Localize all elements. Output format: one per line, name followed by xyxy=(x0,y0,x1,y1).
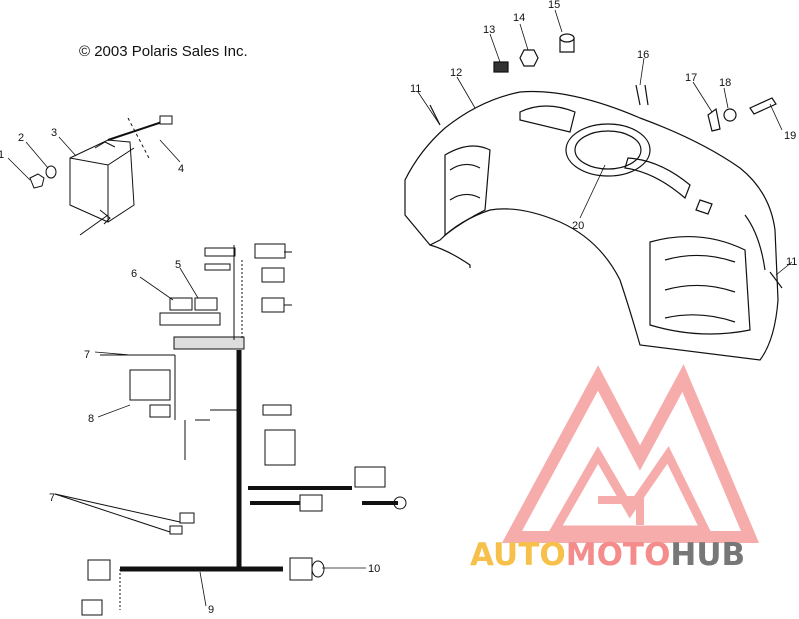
callout-5: 5 xyxy=(175,259,181,271)
leader-lines xyxy=(7,9,793,607)
callout-1: 1 xyxy=(0,149,4,161)
watermark-part3: HUB xyxy=(670,537,746,573)
callout-17: 17 xyxy=(685,72,697,84)
callout-7b: 7 xyxy=(49,492,55,504)
dashboard-pod xyxy=(404,33,783,361)
watermark-part2: MOTO xyxy=(565,537,671,573)
callout-16: 16 xyxy=(637,49,649,61)
callout-9: 9 xyxy=(208,604,214,616)
callout-11: 11 xyxy=(410,83,421,95)
callout-2: 2 xyxy=(18,132,24,144)
watermark-logo xyxy=(501,364,760,543)
callout-20: 20 xyxy=(572,220,584,232)
wiring-harness xyxy=(54,243,407,616)
callout-4: 4 xyxy=(178,163,184,175)
callout-18: 18 xyxy=(719,77,731,89)
watermark-text: AUTOMOTOHUB xyxy=(470,537,745,573)
callout-8: 8 xyxy=(88,413,94,425)
callout-3: 3 xyxy=(51,127,57,139)
callout-7: 7 xyxy=(84,349,90,361)
callout-14: 14 xyxy=(513,12,525,24)
watermark-part1: AUTO xyxy=(470,537,566,573)
copyright-text: © 2003 Polaris Sales Inc. xyxy=(79,43,248,60)
callout-13: 13 xyxy=(483,24,495,36)
control-module-assembly xyxy=(29,115,173,236)
callout-19: 19 xyxy=(784,130,796,142)
callout-10: 10 xyxy=(368,563,380,575)
callout-11b: 11 xyxy=(786,256,797,268)
callout-12: 12 xyxy=(450,67,462,79)
callout-15: 15 xyxy=(548,0,560,11)
callout-6: 6 xyxy=(131,268,137,280)
